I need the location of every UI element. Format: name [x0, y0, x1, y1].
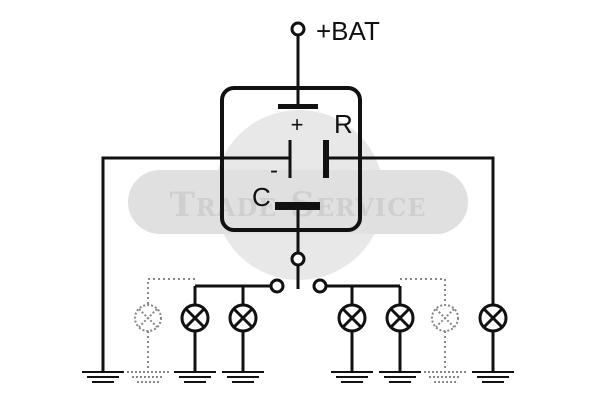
ground-icon [222, 371, 264, 383]
lamp-icon [228, 303, 258, 372]
wires [101, 156, 495, 372]
ground-icon [379, 371, 421, 383]
lamps [180, 303, 508, 372]
r-plate [323, 140, 329, 178]
optional-lamps [134, 304, 459, 332]
ground-icon [127, 371, 169, 383]
terminal-circle-icon [290, 21, 306, 37]
lamp-icon [337, 303, 367, 372]
lamp-icon [478, 303, 508, 372]
ground-icon [331, 371, 373, 383]
lamp-icon [134, 304, 162, 332]
c-label: C [252, 182, 271, 212]
battery-label: +BAT [316, 16, 380, 46]
relay-box: + R - C [220, 86, 362, 232]
optional-wires [147, 278, 446, 372]
lamp-icon [431, 304, 459, 332]
lamp-icon [180, 303, 210, 372]
plus-plate [278, 104, 318, 109]
battery-terminal: +BAT [290, 16, 380, 106]
grounds [82, 371, 514, 383]
ground-icon [472, 371, 514, 383]
plus-label: + [291, 112, 304, 137]
minus-label: - [270, 157, 278, 184]
ground-icon [82, 371, 124, 383]
changeover-switch-icon [290, 251, 306, 267]
c-plate [275, 202, 320, 210]
lamp-icon [385, 303, 415, 372]
ground-icon [424, 371, 466, 383]
optional-grounds [127, 371, 466, 383]
r-label: R [334, 109, 353, 139]
ground-icon [174, 371, 216, 383]
